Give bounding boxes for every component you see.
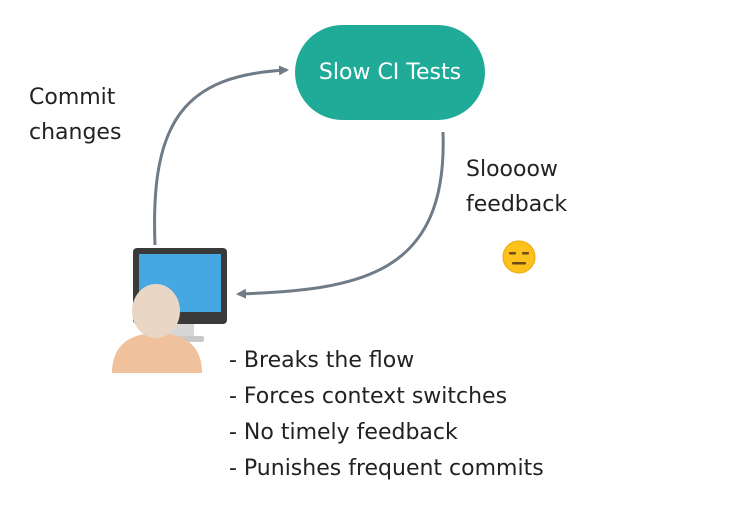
commit-arrow [153,65,289,246]
list-item: - Forces context switches [229,384,508,409]
feedback-label-line-1: Sloooow [466,157,558,182]
commit-label-line-1: Commit [29,85,116,110]
commit-changes-label: Commit changes [29,80,121,150]
list-item: - No timely feedback [229,420,458,445]
feedback-label-line-2: feedback [466,192,568,217]
node-label: Slow CI Tests [318,60,462,85]
list-item: - Punishes frequent commits [229,456,544,481]
list-item: - Breaks the flow [229,348,415,373]
slow-feedback-label: Sloooow feedback [466,152,567,222]
problem-list: - Breaks the flow - Forces context switc… [229,343,544,487]
commit-label-line-2: changes [29,120,122,145]
slow-ci-tests-node: Slow CI Tests [295,25,485,120]
feedback-arrow [236,131,445,299]
expressionless-face-icon [502,240,536,274]
